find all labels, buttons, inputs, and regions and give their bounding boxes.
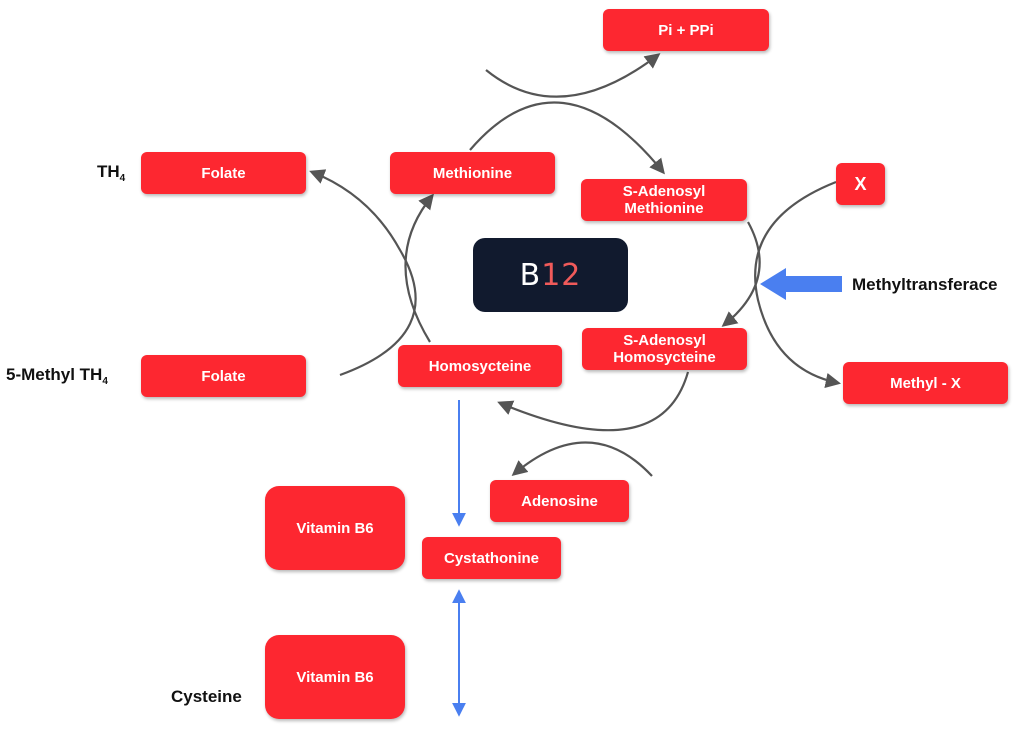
b12-prefix: B [519, 257, 542, 293]
box-homocysteine: Homosycteine [398, 345, 562, 387]
box-folate-bottom: Folate [141, 355, 306, 397]
methyltransferace-arrow [760, 268, 842, 300]
box-pi-ppi: Pi + PPi [603, 9, 769, 51]
box-folate-top: Folate [141, 152, 306, 194]
label-cysteine: Cysteine [171, 687, 242, 706]
arrow-methionine-to-sam [469, 101, 665, 175]
arrow-to-pi-ppi [485, 53, 661, 98]
arrow-x-to-methyl-x [754, 180, 842, 389]
box-cystathonine: Cystathonine [422, 537, 561, 579]
label-5-methyl-th4-subscript: 4 [102, 376, 108, 387]
label-5-methyl-th4-base: 5-Methyl TH [6, 365, 103, 384]
label-methyltransferace: Methyltransferace [852, 275, 998, 294]
label-5-methyl-th4: 5-Methyl TH4 [6, 365, 108, 387]
label-th4-base: TH [97, 162, 120, 181]
arrow-sam-to-sah [721, 221, 761, 327]
arrow-to-adenosine [511, 441, 653, 477]
label-th4: TH4 [97, 162, 125, 184]
box-methyl-x: Methyl - X [843, 362, 1008, 404]
box-x: X [836, 163, 885, 205]
box-methionine: Methionine [390, 152, 555, 194]
box-adenosine: Adenosine [490, 480, 629, 522]
b12-number: 12 [541, 257, 582, 293]
arrow-sah-to-homocysteine [497, 371, 690, 432]
box-vitamin-b6-bottom: Vitamin B6 [265, 635, 405, 719]
box-s-adenosyl-methionine: S-Adenosyl Methionine [581, 179, 747, 221]
box-s-adenosyl-homocysteine: S-Adenosyl Homosycteine [582, 328, 747, 370]
arrow-methyl-folate-to-folate [309, 169, 417, 377]
arrow-homocysteine-to-methionine [404, 193, 434, 343]
box-vitamin-b6-top: Vitamin B6 [265, 486, 405, 570]
label-th4-subscript: 4 [119, 173, 126, 184]
